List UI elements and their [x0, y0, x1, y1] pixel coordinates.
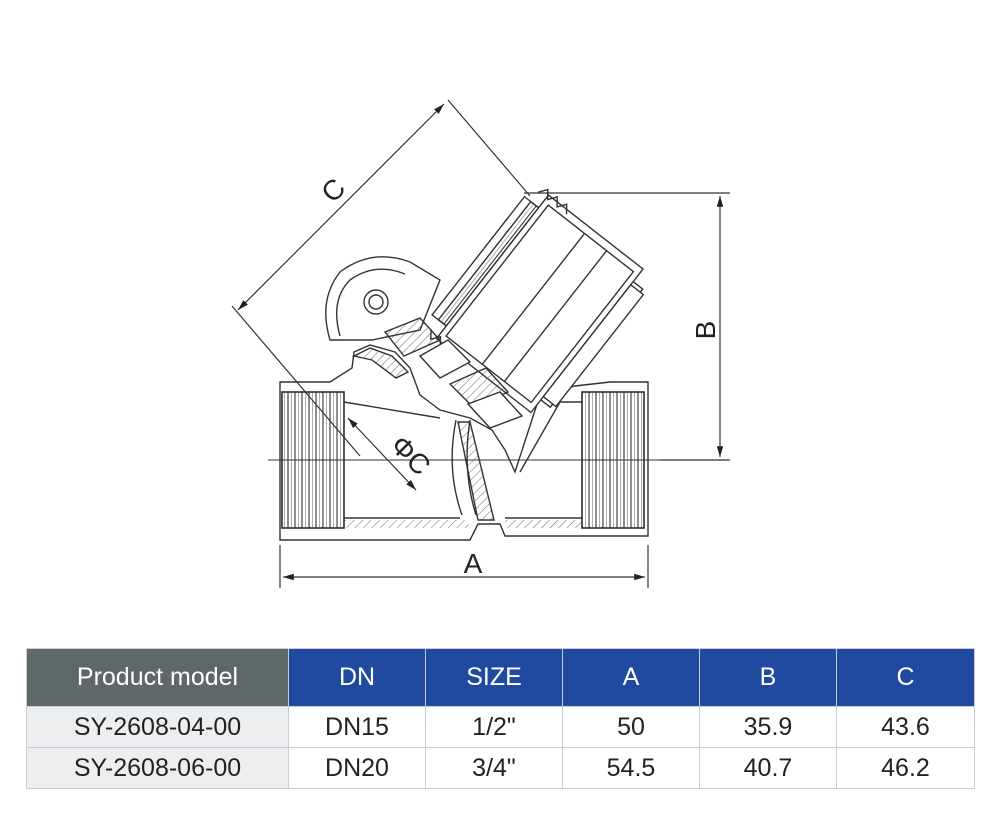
cell-b: 35.9 [699, 706, 837, 748]
header-a: A [562, 648, 700, 707]
header-product-model: Product model [26, 648, 289, 707]
cell-size: 1/2" [425, 706, 563, 748]
cell-a: 54.5 [562, 747, 700, 789]
cell-c: 43.6 [836, 706, 975, 748]
header-b: B [699, 648, 837, 707]
cell-product-model: SY-2608-04-00 [26, 706, 289, 748]
specification-table: Product model DN SIZE A B C SY-2608-04-0… [26, 648, 975, 789]
cell-a: 50 [562, 706, 700, 748]
table-row: SY-2608-06-00 DN20 3/4" 54.5 40.7 46.2 [26, 747, 975, 789]
cell-size: 3/4" [425, 747, 563, 789]
y-strainer-drawing: A B C ΦC [231, 99, 730, 588]
header-dn: DN [288, 648, 426, 707]
cell-b: 40.7 [699, 747, 837, 789]
cell-dn: DN20 [288, 747, 426, 789]
cell-product-model: SY-2608-06-00 [26, 747, 289, 789]
table-row: SY-2608-04-00 DN15 1/2" 50 35.9 43.6 [26, 706, 975, 748]
cell-c: 46.2 [836, 747, 975, 789]
cell-dn: DN15 [288, 706, 426, 748]
dimension-a [279, 545, 649, 588]
dimension-c [231, 99, 531, 457]
strainer-cap [430, 188, 645, 414]
dimension-a-label: A [464, 548, 483, 579]
dimension-b-label: B [690, 321, 721, 340]
header-c: C [836, 648, 975, 707]
dimension-phi-c [347, 417, 417, 491]
table-header-row: Product model DN SIZE A B C [26, 648, 975, 707]
dimension-b [524, 192, 730, 461]
valve-body [279, 344, 649, 541]
dimension-c-label: C [315, 172, 351, 208]
header-size: SIZE [425, 648, 563, 707]
